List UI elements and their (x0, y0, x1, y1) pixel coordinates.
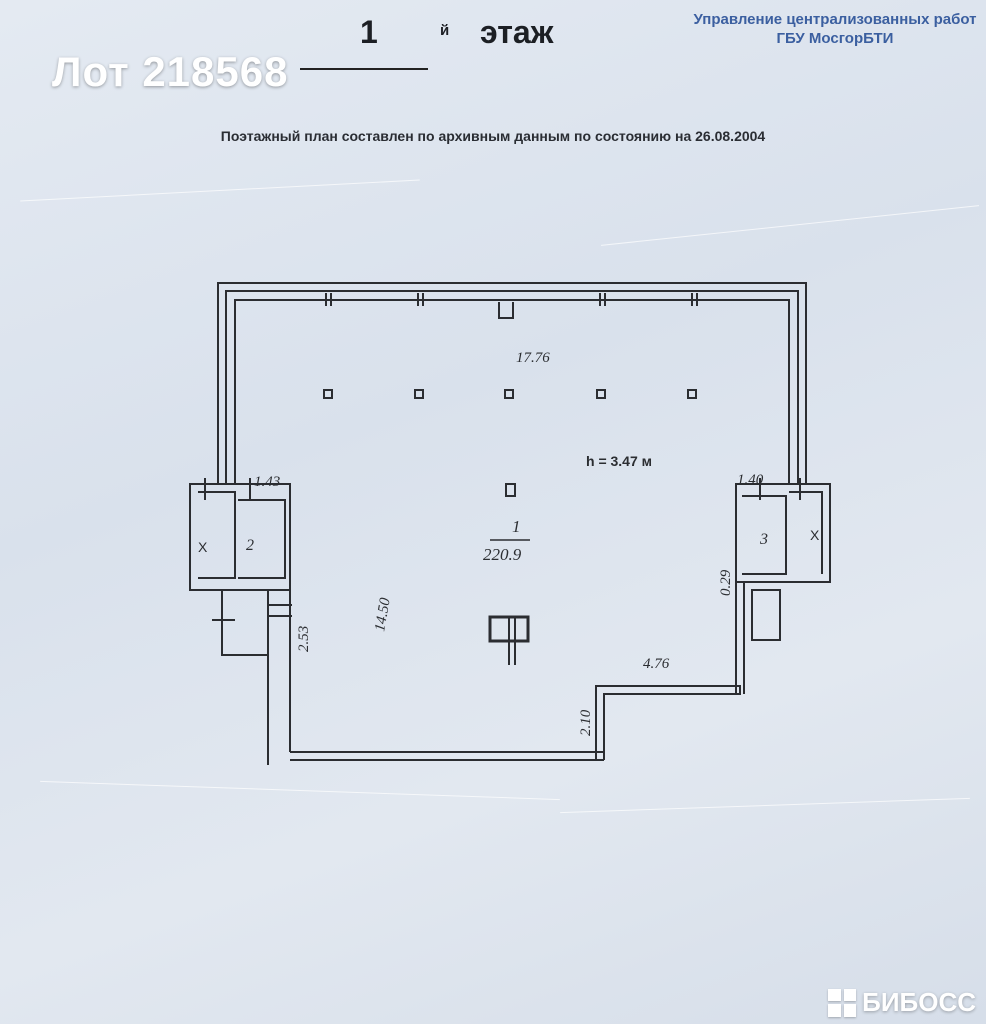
organization-line-2: ГБУ МосгорБТИ (776, 30, 894, 47)
column (596, 389, 606, 399)
room-2-walls (238, 499, 286, 579)
floor-number: 1 (360, 14, 378, 50)
dim-right-vertical: 0.29 (718, 569, 734, 596)
logo-text: БИБОСС (862, 987, 976, 1017)
outer-wall (217, 282, 807, 484)
dim-left-vertical: 14.50 (372, 596, 394, 633)
lot-number-label: Лот 218568 (52, 48, 289, 95)
organization-stamp: Управление централизованных работ ГБУ Мо… (690, 10, 980, 48)
dimension-ticks (204, 478, 801, 621)
plan-subtitle: Поэтажный план составлен по архивным дан… (220, 128, 766, 144)
room-3-number: 3 (759, 531, 768, 548)
mark-x-right: X (810, 527, 820, 543)
floor-underline (300, 68, 428, 70)
left-annex-inner (198, 491, 236, 579)
right-stair-block (751, 589, 781, 641)
floor-suffix: й (440, 22, 450, 39)
room-2-number: 2 (246, 537, 254, 554)
window-mark (325, 293, 698, 306)
floor-word: этаж (480, 14, 554, 50)
right-annex (735, 483, 831, 583)
dim-left-lower: 2.53 (296, 626, 312, 652)
room-main-area: 220.9 (483, 545, 522, 564)
dim-left-small: 1.43 (254, 474, 280, 490)
fixture-stem (508, 617, 516, 665)
organization-line-1: Управление централизованных работ (693, 11, 977, 28)
step-wall (595, 685, 741, 760)
ceiling-height-label: h = 3.47 м (586, 453, 652, 469)
right-lower-wall (735, 582, 745, 694)
column (414, 389, 424, 399)
bottom-wall (290, 751, 604, 761)
dim-bottom-right: 4.76 (643, 656, 670, 672)
room-main-number: 1 (512, 517, 521, 536)
outer-wall-inner-1 (225, 290, 799, 484)
dim-right-small: 1.40 (737, 472, 764, 488)
dim-top: 17.76 (516, 350, 550, 366)
column (505, 483, 516, 497)
column (504, 389, 514, 399)
outer-wall-inner-2 (234, 299, 790, 484)
watermark-logo: БИБОСС (828, 987, 976, 1018)
left-stair-block (221, 589, 269, 656)
vent-mark (498, 302, 514, 319)
mark-x-left: X (198, 539, 208, 555)
room-3-walls (742, 495, 787, 575)
logo-icon (828, 988, 857, 1017)
dim-step: 2.10 (578, 709, 594, 736)
column (687, 389, 697, 399)
column (323, 389, 333, 399)
